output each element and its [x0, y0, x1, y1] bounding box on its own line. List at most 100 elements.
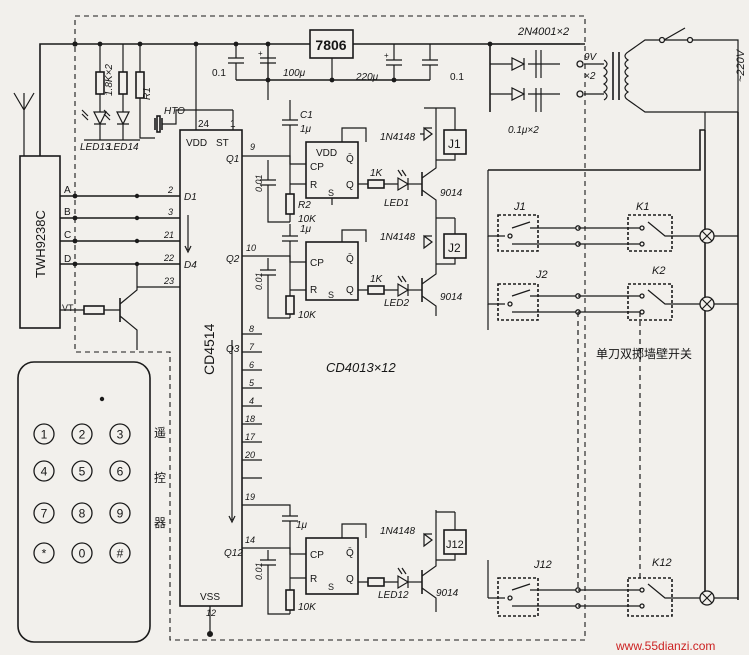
remote-key-10[interactable]	[33, 542, 55, 564]
led14-symbol	[103, 109, 130, 140]
pin-17-label: 17	[245, 432, 256, 442]
diode-ch2-label: 1N4148	[380, 232, 415, 243]
pin-a-label: A	[64, 185, 71, 196]
remote-key-7[interactable]	[33, 502, 55, 524]
decoder-vdd-label: VDD	[186, 138, 207, 149]
pin-22-label: 22	[163, 253, 174, 263]
cap-1u-ch2-label: 1μ	[300, 224, 312, 235]
switch-desc-label: 单刀双掷墙壁开关	[596, 346, 692, 361]
remote-key-9[interactable]	[109, 502, 131, 524]
svg-text:+: +	[384, 51, 389, 60]
capacitor-220u: +	[384, 44, 402, 80]
cap-0.01-ch12-label: 0.01	[254, 562, 264, 580]
remote-key-11[interactable]	[71, 542, 93, 564]
pin-9-label: 9	[250, 142, 255, 152]
switch-row-1	[487, 170, 738, 252]
flipflop-1	[305, 141, 359, 199]
pin-23-label: 23	[163, 276, 174, 286]
channel-1	[260, 44, 467, 223]
transformer-x2-label: ×2	[584, 71, 596, 82]
transistor-ch2-label: 9014	[440, 292, 463, 303]
pin-b-label: B	[64, 207, 71, 218]
switch-k1-label: K1	[636, 201, 649, 213]
res-10k-ch2-label: 10K	[298, 310, 317, 321]
antenna	[13, 92, 35, 156]
ff1-cp-label: CP	[310, 162, 324, 173]
pin-vt-label: VT	[62, 303, 74, 313]
channel-2	[260, 214, 467, 319]
decoder-output-pins	[242, 155, 265, 549]
ff2-cp-label: CP	[310, 258, 324, 269]
capacitor-0.1-left	[228, 44, 244, 80]
ff12-r-label: R	[310, 574, 317, 585]
cap-0.1ux2-label: 0.1μ×2	[508, 125, 539, 136]
flipflop-12	[305, 537, 359, 595]
ff2-r-label: R	[310, 285, 317, 296]
led14-label: LED14	[108, 142, 139, 153]
capacitor-0.1-right	[422, 44, 438, 80]
remote-key-label: 2	[79, 428, 86, 442]
switch-k2-label: K2	[652, 265, 665, 277]
cap-100u-label: 100μ	[283, 68, 306, 79]
receiver-ic	[19, 155, 61, 329]
switch-k12-label: K12	[652, 557, 672, 569]
decoder-st-label: ST	[216, 138, 229, 149]
channel-12	[260, 504, 467, 615]
remote-key-5[interactable]	[71, 460, 93, 482]
rectifier-diode-2	[511, 87, 526, 101]
relay-j12-label: J12	[446, 539, 464, 551]
remote-key-label: #	[117, 547, 124, 561]
enclosure-border	[74, 15, 586, 641]
ff2-q-label: Q	[346, 285, 354, 296]
relay-j2-contact-label: J2	[535, 269, 548, 281]
remote-char-2: 控	[154, 471, 166, 485]
remote-key-label: 0	[79, 547, 86, 561]
relay-j1-label: J1	[448, 137, 461, 151]
remote-key-label: 3	[117, 428, 124, 442]
pin-12-label: 12	[206, 608, 216, 618]
pin-21-label: 21	[163, 230, 174, 240]
remote-char-1: 遥	[154, 426, 166, 440]
cap-0.1-left-label: 0.1	[212, 68, 226, 79]
ff2-s-label: S	[328, 290, 334, 300]
remote-key-8[interactable]	[71, 502, 93, 524]
ff1-vdd-label: VDD	[316, 148, 337, 159]
remote-key-label: 5	[79, 465, 86, 479]
pin-4-label: 4	[249, 396, 254, 406]
resistor-1.8k-b	[118, 44, 128, 112]
res-1k-ch1-label: 1K	[370, 168, 384, 179]
pin-3-label: 3	[168, 207, 173, 217]
receiver-ic-label: TWH9238C	[33, 210, 48, 278]
remote-key-3[interactable]	[109, 423, 131, 445]
cap-1u-ch12-label: 1μ	[296, 520, 308, 531]
cap-0.1-right-label: 0.1	[450, 72, 464, 83]
remote-key-2[interactable]	[71, 423, 93, 445]
remote-key-4[interactable]	[33, 460, 55, 482]
remote-key-label: 7	[41, 507, 48, 521]
relay-j1-contact-label: J1	[513, 201, 526, 213]
rectifier-label: 2N4001×2	[517, 26, 569, 38]
led13-label: LED13	[80, 142, 111, 153]
decoder-vss-label: VSS	[200, 592, 220, 603]
mains-label: ~220V	[735, 48, 747, 82]
pin-7-label: 7	[249, 342, 255, 352]
remote-key-label: *	[42, 547, 47, 561]
transistor-ch1-label: 9014	[440, 188, 463, 199]
res-1.8k-label: 1.8K×2	[104, 64, 115, 96]
resistor-1.8k-a	[95, 44, 105, 112]
pin-8-label: 8	[249, 324, 254, 334]
remote-key-label: 4	[41, 465, 48, 479]
remote-key-1[interactable]	[33, 423, 55, 445]
ff1-s-label: S	[328, 188, 334, 198]
cap-c1-label: C1	[300, 110, 313, 121]
remote-key-12[interactable]	[109, 542, 131, 564]
pin-6-label: 6	[249, 360, 254, 370]
pin-q1-label: Q1	[226, 154, 239, 165]
remote-key-6[interactable]	[109, 460, 131, 482]
led13-symbol	[81, 109, 107, 140]
flipflop-2	[305, 241, 359, 301]
watermark-text: www.55dianzi.com	[615, 639, 715, 653]
